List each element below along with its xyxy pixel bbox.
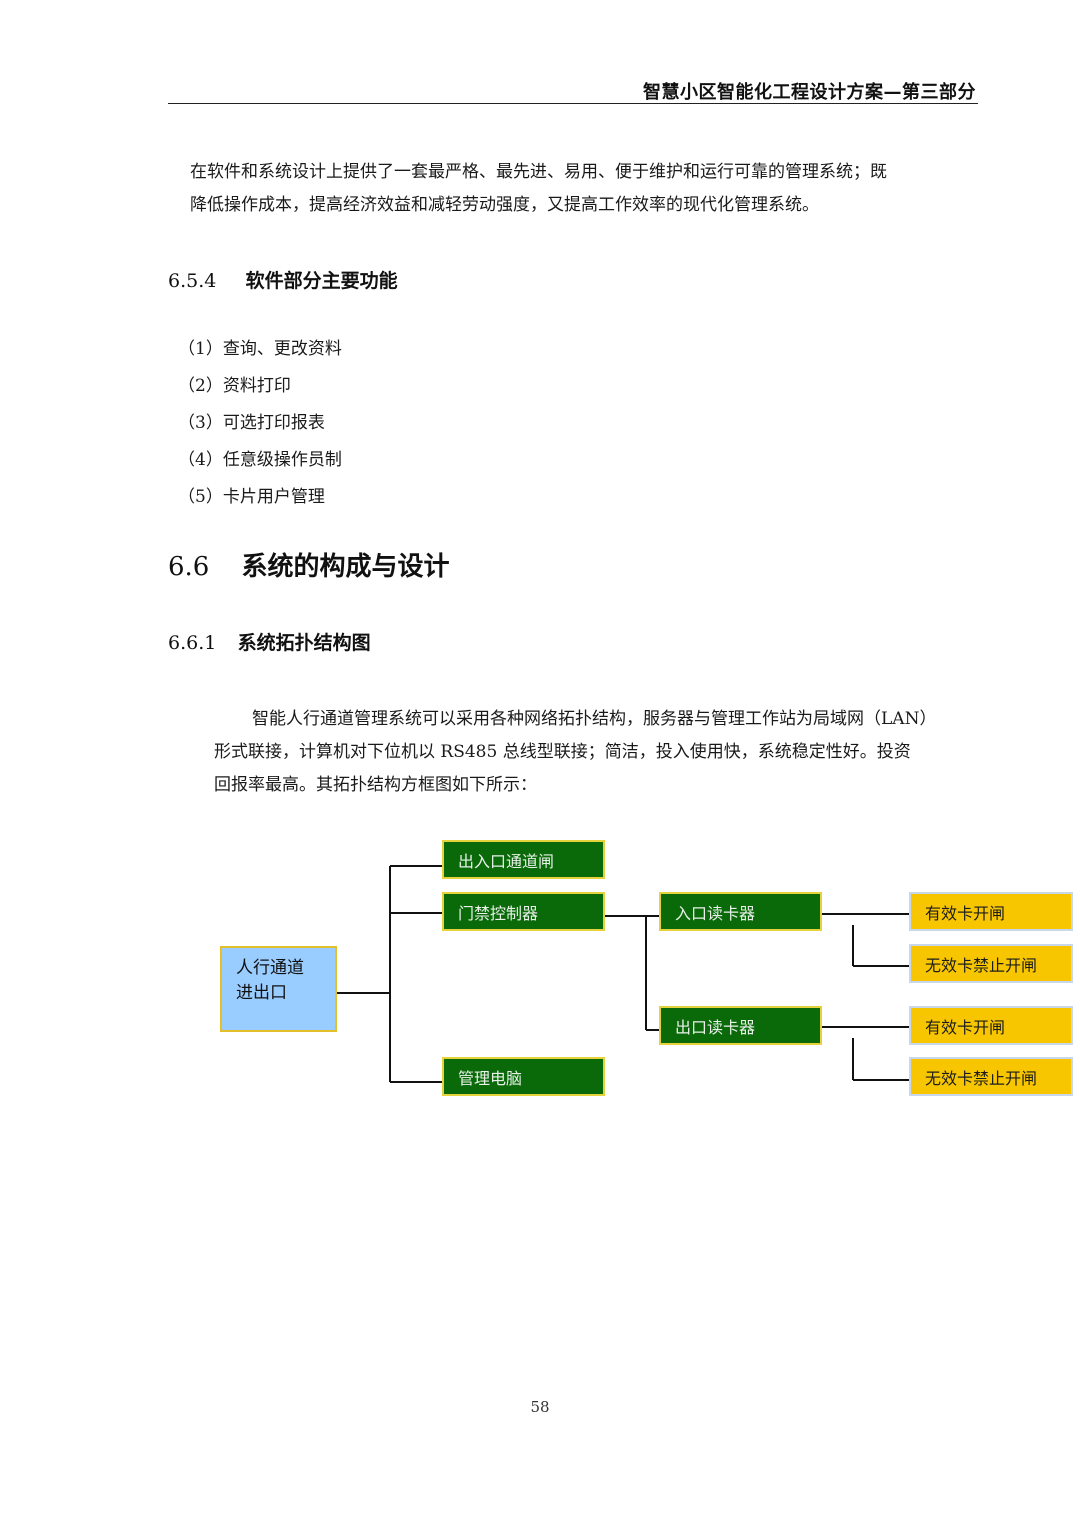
controller-node-box: 门禁控制器 [442, 892, 605, 931]
gate-node-box: 出入口通道闸 [442, 840, 605, 879]
node-label: 管理电脑 [458, 1068, 523, 1088]
section-title: 系统的构成与设计 [241, 552, 450, 582]
section-heading-6-5-4: 6.5.4 软件部分主要功能 [168, 266, 398, 293]
header-title: 智慧小区智能化工程设计方案—第三部分 [643, 82, 976, 103]
root-node-box: 人行通道 进出口 [220, 946, 337, 1032]
section-title: 系统拓扑结构图 [237, 632, 371, 654]
node-label: 出入口通道闸 [458, 851, 555, 871]
entry-valid-box: 有效卡开闸 [909, 892, 1073, 931]
list-item: （3）可选打印报表 [178, 413, 325, 433]
node-label: 门禁控制器 [458, 903, 539, 923]
exit-invalid-box: 无效卡禁止开闸 [909, 1057, 1073, 1096]
node-label: 有效卡开闸 [925, 1017, 1006, 1037]
topology-line: 形式联接，计算机对下位机以 RS485 总线型联接；简洁，投入使用快，系统稳定性… [214, 742, 911, 762]
intro-paragraph: 在软件和系统设计上提供了一套最严格、最先进、易用、便于维护和运行可靠的管理系统；… [190, 156, 978, 222]
exit-reader-box: 出口读卡器 [659, 1006, 822, 1045]
section-title: 软件部分主要功能 [245, 270, 398, 292]
topology-paragraph: 智能人行通道管理系统可以采用各种网络拓扑结构，服务器与管理工作站为局域网（LAN… [214, 703, 978, 802]
list-item: （1）查询、更改资料 [178, 339, 342, 359]
list-item: （4）任意级操作员制 [178, 450, 342, 470]
root-node-line: 人行通道 [236, 958, 304, 978]
intro-line: 在软件和系统设计上提供了一套最严格、最先进、易用、便于维护和运行可靠的管理系统；… [190, 162, 887, 182]
topology-line: 回报率最高。其拓扑结构方框图如下所示： [214, 775, 537, 795]
node-label: 有效卡开闸 [925, 903, 1006, 923]
node-label: 出口读卡器 [675, 1017, 756, 1037]
entry-reader-box: 入口读卡器 [659, 892, 822, 931]
list-item: （2）资料打印 [178, 376, 291, 396]
section-number: 6.6 [168, 552, 210, 582]
function-list: （1）查询、更改资料 （2）资料打印 （3）可选打印报表 （4）任意级操作员制 … [178, 333, 342, 518]
section-number: 6.6.1 [168, 632, 217, 654]
node-label: 入口读卡器 [675, 903, 756, 923]
pc-node-box: 管理电脑 [442, 1057, 605, 1096]
node-label: 无效卡禁止开闸 [925, 1068, 1038, 1088]
header-divider [168, 103, 978, 104]
entry-invalid-box: 无效卡禁止开闸 [909, 944, 1073, 983]
section-heading-6-6-1: 6.6.1 系统拓扑结构图 [168, 628, 371, 655]
intro-line: 降低操作成本，提高经济效益和减轻劳动强度，又提高工作效率的现代化管理系统。 [190, 195, 819, 215]
topology-line: 智能人行通道管理系统可以采用各种网络拓扑结构，服务器与管理工作站为局域网（LAN… [252, 709, 937, 729]
node-label: 无效卡禁止开闸 [925, 955, 1038, 975]
section-number: 6.5.4 [168, 270, 217, 292]
exit-valid-box: 有效卡开闸 [909, 1006, 1073, 1045]
page-number: 58 [530, 1398, 550, 1416]
root-node-line: 进出口 [236, 983, 287, 1003]
list-item: （5）卡片用户管理 [178, 487, 325, 507]
section-heading-6-6: 6.6 系统的构成与设计 [168, 546, 450, 583]
